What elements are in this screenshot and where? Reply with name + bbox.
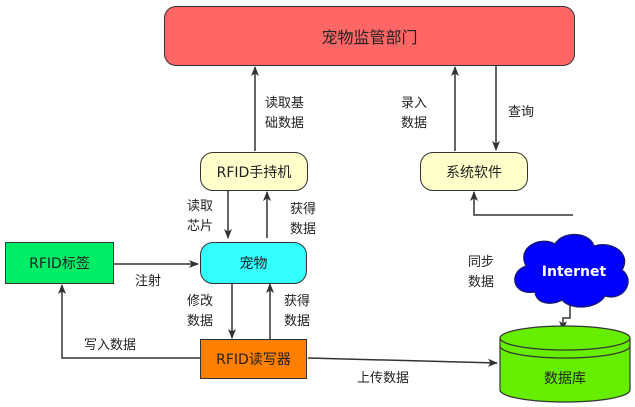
- edge-label-line: 数据: [290, 222, 317, 238]
- edge-label-upload-data: 上传数据: [357, 369, 409, 389]
- edge-label-line: 上传数据: [357, 371, 410, 386]
- db-node: 数据库: [500, 360, 630, 396]
- dept-label: 宠物监管部门: [321, 28, 418, 47]
- edge-label-line: 数据: [187, 314, 214, 330]
- handheld-node: RFID手持机: [200, 152, 308, 191]
- edge-label-line: 数据: [468, 275, 495, 291]
- tag-node: RFID标签: [5, 242, 114, 284]
- arrow-internet-to-software: [470, 191, 573, 216]
- edge-label-line: 获得: [284, 294, 311, 309]
- edge-label-inject: 注射: [135, 272, 161, 292]
- edge-label-read-chip: 读取 芯片: [187, 197, 213, 237]
- edge-label-line: 录入: [401, 96, 428, 111]
- arrow-reader-to-tag: [58, 284, 200, 359]
- edge-label-line: 读取基: [265, 96, 305, 111]
- arrow-internet-to-db: [559, 300, 571, 331]
- edge-label-line: 读取: [187, 199, 214, 214]
- internet-cloud-shape: [514, 233, 629, 308]
- tag-label: RFID标签: [29, 256, 90, 272]
- edge-label-query: 查询: [508, 103, 534, 123]
- edge-label-line: 同步: [468, 255, 495, 270]
- software-label: 系统软件: [446, 164, 502, 181]
- edge-label-line: 查询: [508, 105, 535, 120]
- edge-label-get-data-top: 获得 数据: [290, 200, 316, 240]
- edge-label-input-data: 录入 数据: [401, 94, 427, 134]
- edge-label-read-base-data: 读取基 础数据: [265, 94, 304, 134]
- internet-node: Internet: [528, 259, 620, 285]
- edge-label-get-data-bottom: 获得 数据: [284, 292, 310, 332]
- edge-label-modify-data: 修改 数据: [187, 292, 213, 332]
- edge-label-line: 芯片: [187, 219, 214, 235]
- reader-label: RFID读写器: [216, 352, 291, 368]
- edge-label-line: 获得: [290, 202, 317, 217]
- edge-label-write-data: 写入数据: [84, 336, 136, 356]
- pet-label: 宠物: [239, 256, 268, 272]
- edge-label-line: 础数据: [265, 116, 305, 132]
- internet-label: Internet: [541, 264, 607, 280]
- reader-node: RFID读写器: [200, 339, 307, 379]
- edge-label-sync-data: 同步 数据: [468, 253, 494, 293]
- arrow-reader-to-db: [307, 357, 498, 367]
- edge-label-line: 数据: [401, 116, 428, 132]
- edge-label-line: 数据: [284, 314, 311, 330]
- database-cylinder-shape: [499, 325, 631, 403]
- db-label: 数据库: [544, 371, 586, 387]
- software-node: 系统软件: [420, 152, 528, 191]
- edge-label-line: 注射: [135, 274, 162, 289]
- edge-label-line: 写入数据: [84, 338, 137, 353]
- pet-node: 宠物: [200, 242, 307, 284]
- dept-node: 宠物监管部门: [164, 6, 575, 66]
- edge-label-line: 修改: [187, 294, 214, 309]
- handheld-label: RFID手持机: [216, 164, 292, 181]
